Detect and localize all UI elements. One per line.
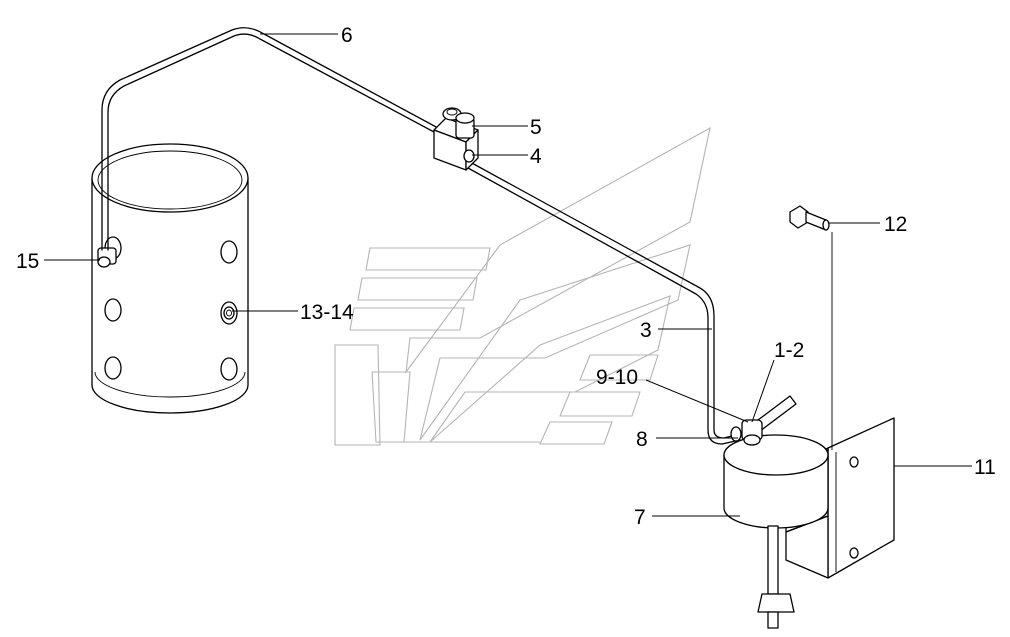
- tank-elbow-fitting: [97, 247, 117, 268]
- callout-1-2: 1-2: [774, 339, 804, 362]
- callout-9-10: 9-10: [596, 366, 638, 389]
- drain-plug: [223, 306, 235, 320]
- mounting-bracket: [785, 232, 895, 579]
- leader-lines: [44, 33, 972, 517]
- callout-13-14: 13-14: [300, 301, 354, 324]
- separator-fittings: [730, 395, 797, 446]
- leader-9: [645, 379, 749, 423]
- leader-1: [751, 359, 775, 423]
- watermark-logo: [334, 126, 711, 446]
- callout-4: 4: [530, 145, 542, 168]
- mounting-bolt: [789, 205, 830, 231]
- callout-15: 15: [16, 250, 39, 273]
- callout-8: 8: [636, 428, 648, 451]
- callout-6: 6: [341, 24, 353, 47]
- separator-canister: [723, 434, 829, 629]
- callout-labels: 6 5 4 15 13-14 12 3 1-2 9-10 8 7 11: [16, 24, 996, 529]
- air-tank: [91, 143, 249, 414]
- callout-5: 5: [530, 116, 542, 139]
- callout-7: 7: [634, 506, 646, 529]
- tank-port-holes: [104, 236, 238, 381]
- valve-block: [433, 107, 479, 171]
- callout-3: 3: [640, 319, 652, 342]
- callout-12: 12: [884, 213, 907, 236]
- callout-11: 11: [974, 456, 996, 479]
